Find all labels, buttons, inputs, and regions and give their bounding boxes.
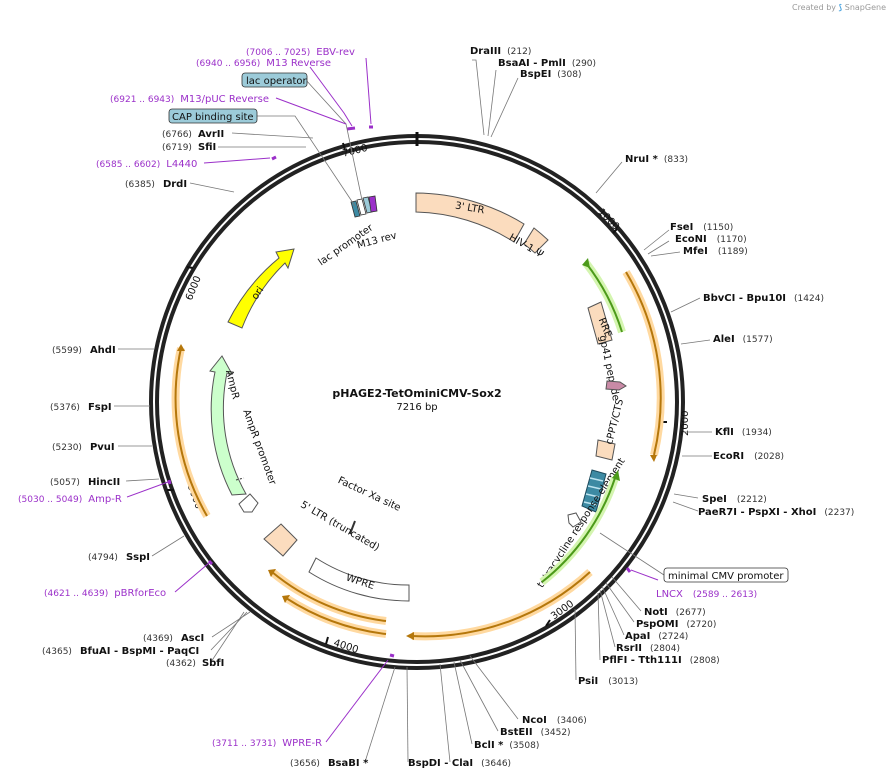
plasmid-size: 7216 bp [396,402,437,413]
site-draiii[interactable]: DraIII(212) [470,46,531,57]
tick-label-2000: 2000 [680,411,691,436]
orf-arc-5[interactable] [174,347,208,517]
leader-lines [114,59,712,763]
restriction-sites: DraIII(212) BsaAI - PmlI(290) BspEI(308)… [42,46,854,769]
site-rsrii[interactable]: RsrII(2804) [616,643,680,654]
site-bbvci-bpu10i[interactable]: BbvCI - Bpu10I(1424) [703,293,824,304]
feature-label-gp41: gp41 peptide [597,334,622,401]
snapgene-credit: Created by ⟆ SnapGene [792,3,886,12]
site-bspdi-clai[interactable]: BspDI - ClaI(3646) [408,758,511,769]
site-pspomi[interactable]: PspOMI(2720) [636,619,716,630]
feature-label-ampr: AmpR [223,369,241,401]
site-alei[interactable]: AleI(1577) [713,334,773,345]
plasmid-name: pHAGE2-TetOminiCMV-Sox2 [332,387,501,400]
site-bsaai-pmli[interactable]: BsaAI - PmlI(290) [498,58,596,69]
site-bcli[interactable]: BclI *(3508) [474,740,539,751]
feature-label-5-ltr: 5' LTR (truncated) [298,499,381,553]
feature-rre[interactable] [587,301,613,345]
primer-marks [167,125,632,658]
primer-m13-reverse[interactable]: (6940 .. 6956)M13 Reverse [196,58,331,69]
site-mfei[interactable]: MfeI(1189) [683,246,748,257]
boxed-cap-binding-site[interactable]: CAP binding site [172,112,254,123]
primer-leader-lines [126,57,659,743]
feature-ori[interactable] [227,248,295,329]
site-paer7i-pspxi-xhoi[interactable]: PaeR7I - PspXI - XhoI(2237) [698,507,854,518]
green-arc-2[interactable] [541,477,616,583]
site-sfii[interactable]: (6719)SfiI [162,142,216,153]
site-sbfi[interactable]: (4362)SbfI [166,658,224,669]
site-pflfi-tth111i[interactable]: PflFI - Tth111I(2808) [602,655,720,666]
site-psii[interactable]: PsiI(3013) [578,676,638,687]
orf-arc-1[interactable] [625,271,662,456]
feature-label-cppt: cPPT/CTS [604,398,626,446]
site-ecori[interactable]: EcoRI(2028) [713,451,784,462]
feature-3-ltr[interactable] [415,192,525,243]
feature-factor-xa[interactable] [349,520,356,535]
site-fspi[interactable]: (5376)FspI [50,402,112,413]
site-apai[interactable]: ApaI(2724) [625,631,688,642]
primer-l4440[interactable]: (6585 .. 6602)L4440 [96,159,197,170]
feature-label-ampr-promoter: AmpR promoter [240,408,278,487]
feature-ampr-promoter[interactable] [238,493,259,513]
site-ahdi[interactable]: (5599)AhdI [52,345,116,356]
snapgene-logo-icon: ⟆ [838,3,843,12]
feature-lac-cluster[interactable] [350,195,378,218]
feature-ampr[interactable] [209,355,247,496]
feature-tre[interactable] [581,469,607,513]
backbone [149,132,685,670]
site-ncoi[interactable]: NcoI(3406) [522,715,587,726]
credit-brand: SnapGene [844,3,886,12]
orf-arcs [171,258,665,641]
primer-lncx[interactable]: LNCX(2589 .. 2613) [656,589,757,600]
primer-amp-r[interactable]: (5030 .. 5049)Amp-R [18,494,122,505]
site-bsabi[interactable]: (3656)BsaBI * [290,758,369,769]
orf-arc-3[interactable] [271,571,387,622]
site-sspi[interactable]: (4794)SspI [88,552,150,563]
site-spei[interactable]: SpeI(2212) [702,494,767,505]
primer-wpre-r[interactable]: (3711 .. 3731)WPRE-R [212,738,322,749]
primer-pbrforeco[interactable]: (4621 .. 4639)pBRforEco [44,588,166,599]
feature-gp41-peptide[interactable] [605,380,627,391]
site-bspei[interactable]: BspEI(308) [520,69,582,80]
feature-hiv-psi[interactable] [523,227,549,254]
boxed-minimal-cmv[interactable]: minimal CMV promoter [668,571,784,582]
site-bsteii[interactable]: BstEII(3452) [500,727,571,738]
orf-arc-4[interactable] [285,597,387,635]
site-pvui[interactable]: (5230)PvuI [52,442,115,453]
boxed-feature-labels: lac operator CAP binding site minimal CM… [168,72,789,583]
site-drdi[interactable]: (6385)DrdI [125,179,187,190]
feature-label-factor-xa: Factor Xa site [336,475,402,514]
site-nrui[interactable]: NruI *(833) [625,154,688,165]
boxed-lac-operator[interactable]: lac operator [246,76,307,87]
feature-label-3-ltr: 3' LTR [454,200,485,216]
site-noti[interactable]: NotI(2677) [644,607,706,618]
orf-arc-2[interactable] [411,571,591,638]
site-avrii[interactable]: (6766)AvrII [162,129,224,140]
site-asci[interactable]: (4369)AscI [143,633,204,644]
feature-5-ltr[interactable] [263,523,298,557]
site-econi[interactable]: EcoNI(1170) [675,234,747,245]
site-hincii[interactable]: (5057)HincII [50,477,120,488]
primer-ebv-rev[interactable]: (7006 .. 7025)EBV-rev [246,47,355,58]
site-kfli[interactable]: KflI(1934) [715,427,772,438]
primer-labels: (7006 .. 7025)EBV-rev (6940 .. 6956)M13 … [18,47,757,749]
site-fsei[interactable]: FseI(1150) [670,222,733,233]
feature-minimal-cmv[interactable] [567,512,582,528]
primer-m13-puc-reverse[interactable]: (6921 .. 6943)M13/pUC Reverse [110,94,269,105]
feature-wpre[interactable] [308,557,410,602]
credit-prefix: Created by [791,3,836,12]
feature-cppt-cts[interactable] [595,439,616,461]
site-bfuai-bspmi-paqci[interactable]: (4365)BfuAI - BspMI - PaqCI [42,646,199,657]
